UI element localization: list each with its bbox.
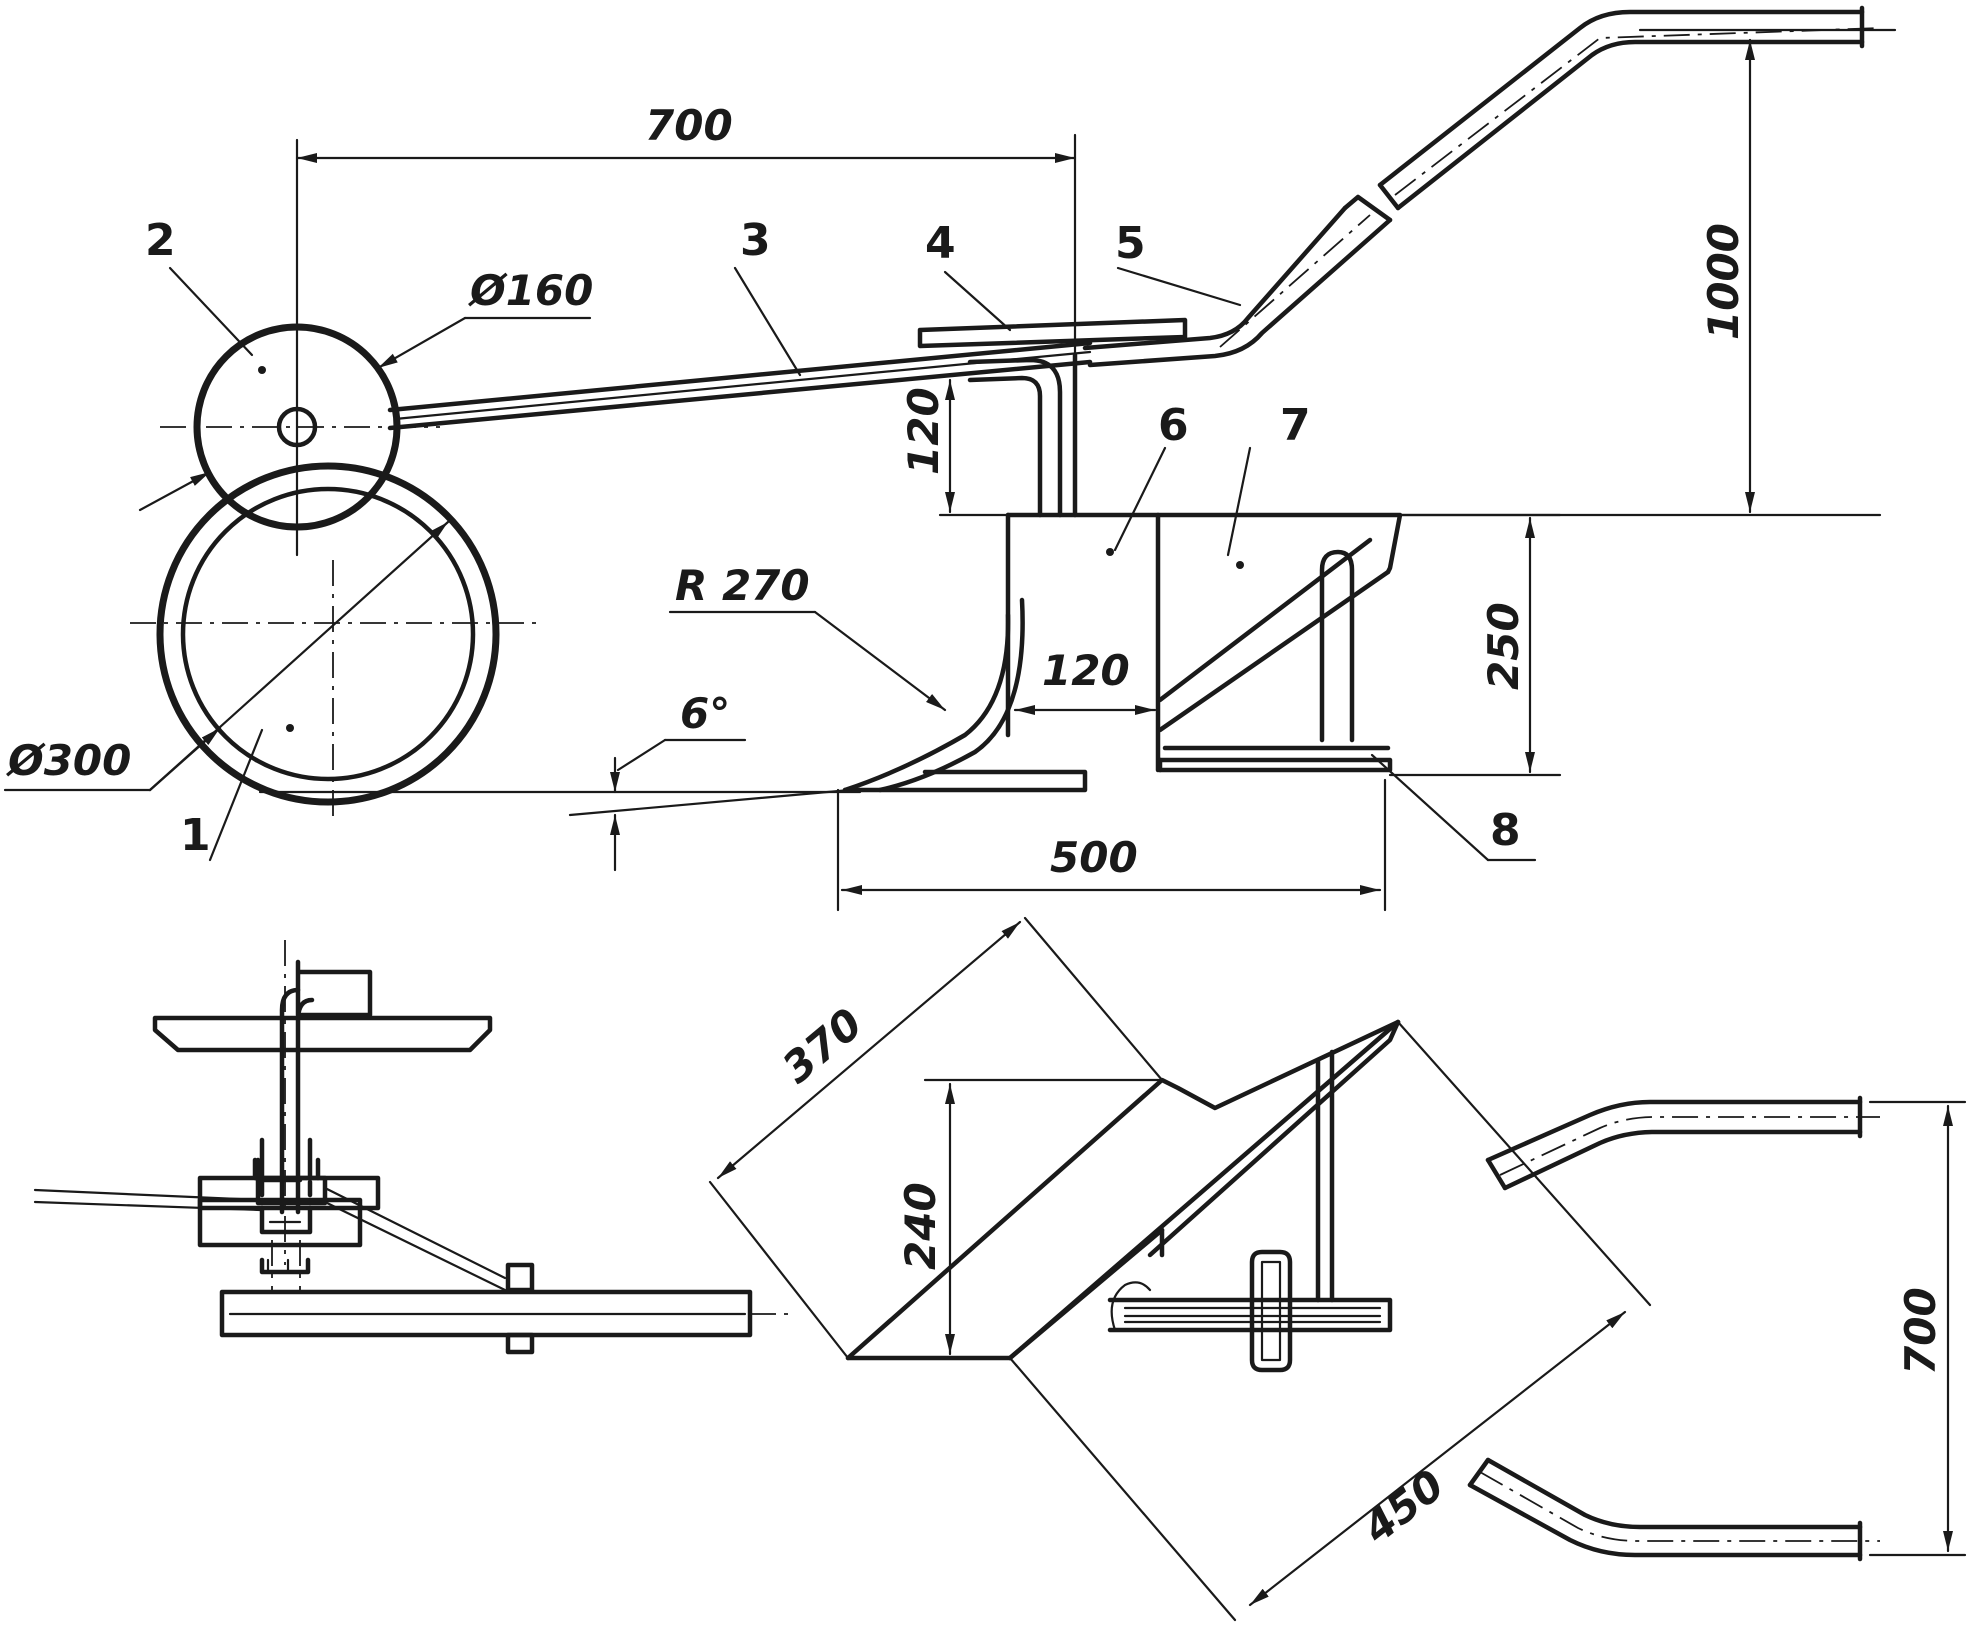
diameter-300-leader — [3, 520, 450, 792]
dim-700-right: 700 — [1896, 1287, 1945, 1375]
part-number-8: 8 — [1490, 805, 1521, 856]
dim-120-vertical: 120 — [899, 387, 948, 475]
dim-500: 500 — [1050, 833, 1138, 882]
angle-6: 6° — [680, 689, 730, 738]
share-detail-view: 370 240 450 — [708, 916, 1652, 1622]
part-number-1: 1 — [180, 810, 211, 861]
part-number-3: 3 — [740, 215, 771, 266]
part-number-2: 2 — [145, 215, 176, 266]
top-view — [33, 940, 795, 1355]
part-number-6: 6 — [1158, 400, 1189, 451]
dim-250: 250 — [1479, 602, 1528, 690]
dim-450: 450 — [1353, 1460, 1453, 1553]
dimension-370 — [708, 916, 1164, 1360]
part-number-7: 7 — [1280, 400, 1311, 451]
dimension-240 — [923, 1078, 1164, 1356]
beam — [387, 317, 1188, 431]
dimension-1000 — [1638, 28, 1897, 514]
dim-160: Ø160 — [468, 266, 593, 315]
dim-120-horizontal: 120 — [1042, 646, 1130, 695]
dim-300: Ø300 — [6, 736, 131, 785]
dimension-450 — [1008, 1020, 1652, 1622]
share-stand — [967, 352, 1078, 518]
part-number-4: 4 — [925, 218, 956, 269]
part-leaders — [168, 266, 1537, 862]
dim-700-top: 700 — [645, 101, 733, 150]
dim-240: 240 — [896, 1182, 945, 1270]
angle-6-marker — [610, 738, 747, 872]
side-view: 700 1000 120 250 120 R 270 — [3, 5, 1897, 912]
handle-top-view: 700 — [1467, 1095, 1967, 1562]
handle — [1082, 5, 1881, 368]
dim-1000: 1000 — [1699, 223, 1748, 340]
dimension-700-top — [295, 133, 1077, 557]
dimension-700-right — [1868, 1100, 1967, 1557]
radius-270-leader — [668, 610, 947, 712]
radius-270: R 270 — [675, 561, 810, 610]
diameter-160-leader — [138, 316, 592, 512]
dimension-500 — [836, 778, 1387, 912]
dim-370: 370 — [773, 999, 872, 1093]
part-number-5: 5 — [1115, 218, 1146, 269]
